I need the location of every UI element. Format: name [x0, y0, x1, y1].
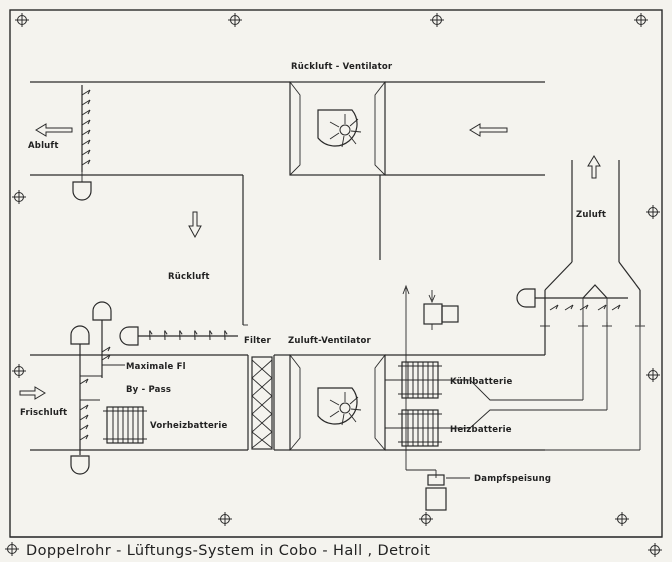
label-frischluft: Frischluft — [20, 408, 67, 418]
damper-motor-icon — [119, 326, 139, 346]
zuluft-damper — [516, 288, 645, 330]
label-zuluft: Zuluft — [576, 210, 606, 220]
airflow-arrow-icon — [19, 123, 601, 400]
damper-motor-icon — [516, 288, 536, 308]
register-mark-icon — [4, 12, 663, 558]
label-zuluft-ventilator: Zuluft-Ventilator — [288, 336, 372, 346]
return-air-duct — [30, 81, 545, 325]
label-heizbatterie: Heizbatterie — [450, 425, 512, 435]
damper-motor-icon — [70, 325, 90, 345]
return-damper — [119, 326, 238, 346]
label-kuhlbatterie: Kühlbatterie — [450, 377, 512, 387]
label-ruckluft-ventilator: Rückluft - Ventilator — [291, 62, 393, 72]
label-by-pass: By - Pass — [126, 385, 171, 395]
supply-fan-housing — [289, 354, 386, 451]
fresh-air-dampers — [70, 301, 125, 475]
zuluft-branch-ducts — [385, 160, 641, 451]
supply-fan-icon — [317, 387, 362, 426]
steam-supply-icon — [425, 474, 470, 511]
damper-motor-icon — [92, 301, 112, 321]
return-fan-housing — [289, 81, 386, 176]
damper-motor-icon — [70, 455, 90, 475]
label-filter: Filter — [244, 336, 271, 346]
drawing-title: Doppelrohr - Lüftungs-System in Cobo - H… — [26, 543, 430, 559]
label-dampfspeisung: Dampfspeisung — [474, 474, 551, 484]
label-maximale-fl: Maximale Fl — [126, 362, 186, 372]
drawing-frame — [9, 9, 663, 538]
return-fan-icon — [317, 109, 362, 148]
filter-element — [251, 356, 273, 450]
coil-piping — [402, 284, 437, 478]
label-abluft: Abluft — [28, 141, 59, 151]
damper-motor-icon — [72, 181, 92, 201]
preheat-coil-icon — [102, 406, 148, 444]
exhaust-damper — [72, 85, 92, 201]
label-ruckluft: Rückluft — [168, 272, 210, 282]
label-vorheizbatterie: Vorheizbatterie — [150, 421, 227, 431]
valve-actuator-icon — [423, 303, 459, 330]
